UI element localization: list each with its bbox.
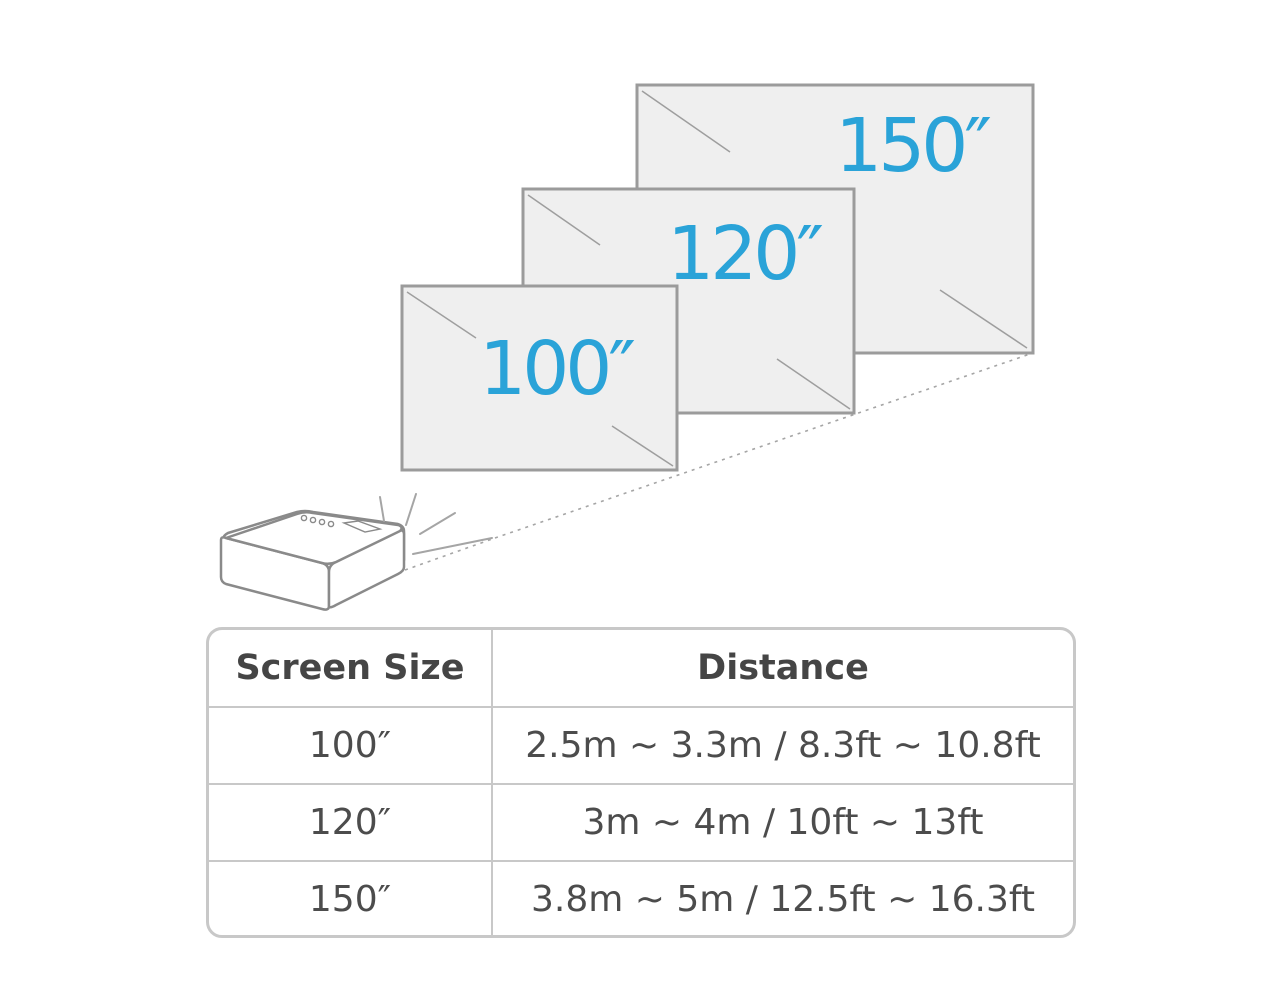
projector-icon	[219, 509, 406, 611]
distance-cell: 2.5m ~ 3.3m / 8.3ft ~ 10.8ft	[492, 707, 1073, 785]
light-rays	[379, 493, 493, 555]
projection-diagram: 150″ 120″ 100″	[219, 83, 1035, 611]
column-header-distance: Distance	[492, 630, 1073, 708]
screen-size-cell: 120″	[209, 784, 493, 862]
screen-150-label: 150″	[835, 103, 990, 189]
table-row: 100″ 2.5m ~ 3.3m / 8.3ft ~ 10.8ft	[209, 707, 1073, 785]
column-header-screen-size: Screen Size	[209, 630, 493, 708]
screen-120-label: 120″	[667, 211, 822, 297]
distance-cell: 3.8m ~ 5m / 12.5ft ~ 16.3ft	[530, 879, 1036, 920]
screen-size-cell: 150″	[209, 861, 493, 935]
distance-cell: 3m ~ 4m / 10ft ~ 13ft	[492, 784, 1073, 862]
screen-100-label: 100″	[479, 326, 634, 412]
projection-beam	[404, 353, 1031, 571]
table-row: 120″ 3m ~ 4m / 10ft ~ 13ft	[209, 784, 1073, 862]
screen-size-cell: 100″	[209, 707, 493, 785]
distance-table: Screen Size Distance 100″ 2.5m ~ 3.3m / …	[206, 627, 1076, 938]
screen-100: 100″	[400, 284, 679, 472]
table-header-row: Screen Size Distance	[209, 630, 1073, 708]
table-row: 150″ 3.8m ~ 5m / 12.5ft ~ 16.3ft	[209, 861, 1073, 935]
